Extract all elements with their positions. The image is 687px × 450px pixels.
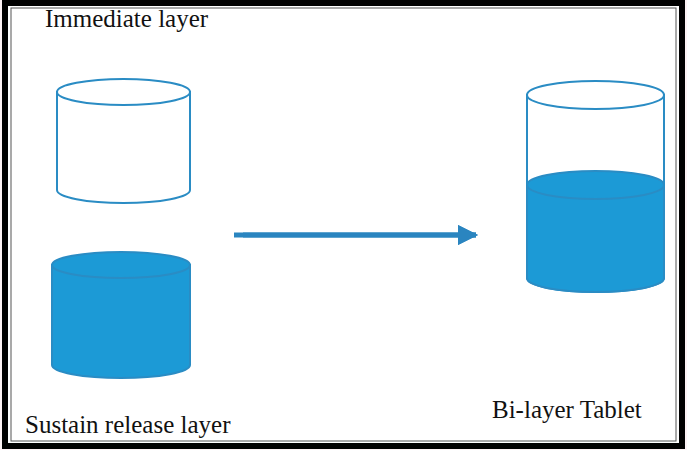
cylinder-body [52, 265, 190, 378]
layer-label: Immediate layer [45, 4, 208, 34]
layer-cylinder: Bi-layer Tablet [486, 70, 676, 425]
layer-label: Sustain release layer [25, 410, 230, 440]
inner-border [11, 8, 676, 441]
layer-label: Bi-layer Tablet [492, 395, 642, 425]
cylinder-shape [486, 70, 676, 425]
cylinder-body [527, 95, 664, 292]
cylinder-top [52, 252, 190, 278]
frame-border [5, 3, 682, 446]
cylinder-shape [20, 245, 220, 440]
cylinder-top [527, 81, 664, 109]
cylinder-top [57, 79, 190, 105]
layer-cylinder: Immediate layer [28, 4, 228, 209]
flow-arrow [243, 233, 476, 238]
flow-arrow [234, 233, 476, 238]
cylinder-shape [28, 4, 228, 209]
sustain-layer-top [527, 171, 664, 199]
cylinder-body [57, 92, 190, 203]
sustain-layer-body [527, 185, 664, 292]
layer-cylinder: Sustain release layer [20, 245, 237, 440]
